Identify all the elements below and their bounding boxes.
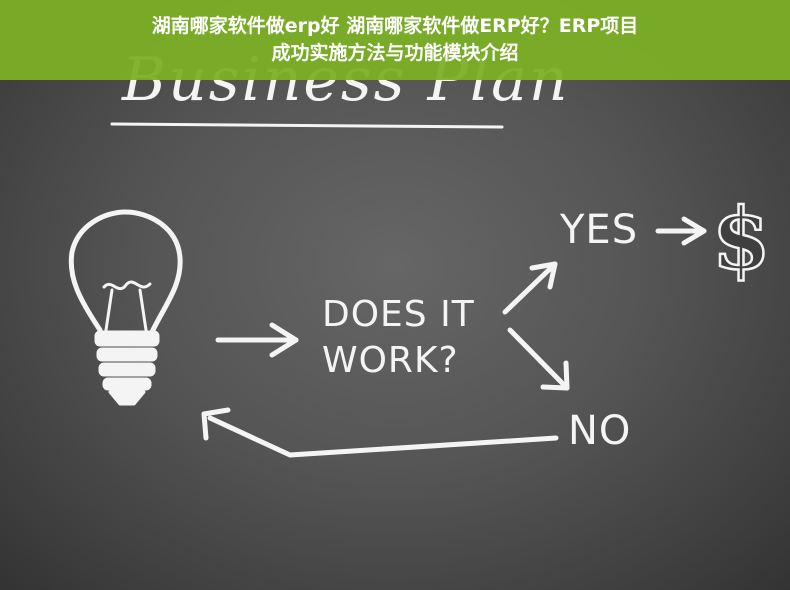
- dollar-icon: $: [712, 189, 770, 288]
- lightbulb-icon: [68, 209, 183, 406]
- title-line-1: 湖南哪家软件做erp好 湖南哪家软件做ERP好？ERP项目: [151, 15, 639, 37]
- arrow-return: [201, 407, 559, 458]
- arrow-right-icon: [215, 322, 299, 358]
- yes-label: YES: [559, 207, 638, 253]
- no-label: NO: [568, 408, 631, 454]
- title-line-2: 成功实施方法与功能模块介绍: [271, 42, 519, 64]
- arrow-to-yes: [502, 261, 558, 315]
- question-line-1: DOES IT: [322, 294, 475, 335]
- arrow-to-no: [507, 327, 570, 391]
- arrow-to-dollar: [655, 216, 707, 246]
- title-banner: 湖南哪家软件做erp好 湖南哪家软件做ERP好？ERP项目 成功实施方法与功能模…: [0, 0, 790, 80]
- heading-underline: [110, 122, 504, 129]
- question-line-2: WORK?: [322, 340, 459, 381]
